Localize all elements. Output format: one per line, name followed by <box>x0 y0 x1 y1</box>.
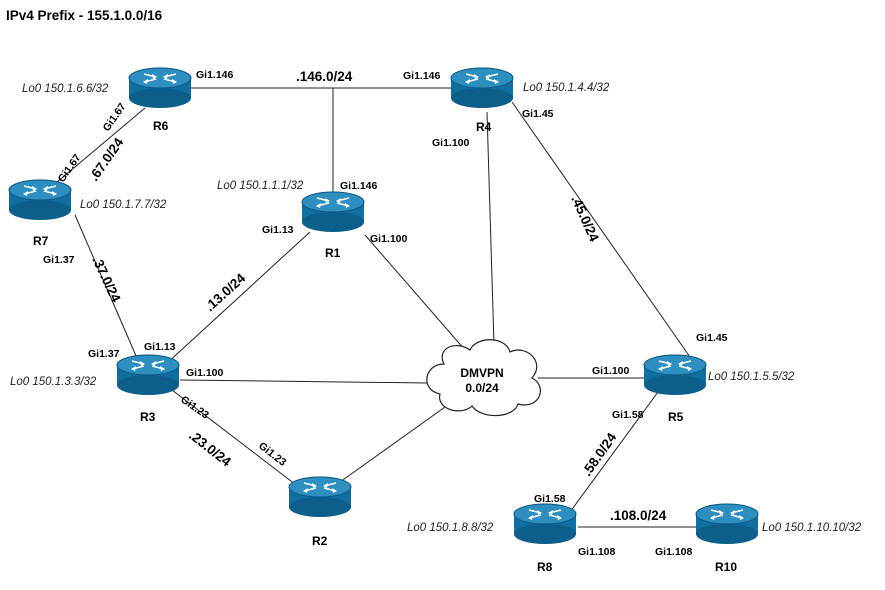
link-r7-r3 <box>74 214 141 366</box>
dmvpn-subnet: 0.0/24 <box>465 381 499 395</box>
router-name-r5: R5 <box>668 410 684 424</box>
iface-r5-gi100: Gi1.100 <box>592 365 630 377</box>
link-r4-r5 <box>511 101 691 358</box>
iface-r1-gi146: Gi1.146 <box>340 180 378 192</box>
subnet-label-13: .13.0/24 <box>202 270 249 314</box>
link-r2-dmvpn <box>339 401 453 483</box>
subnet-label-146: .146.0/24 <box>296 69 353 84</box>
iface-r4-gi100: Gi1.100 <box>432 137 470 149</box>
router-r2[interactable] <box>288 476 352 518</box>
iface-r3-gi100: Gi1.100 <box>186 367 224 379</box>
iface-r7-gi37: Gi1.37 <box>43 254 75 266</box>
router-name-r4: R4 <box>476 120 492 134</box>
router-name-r1: R1 <box>325 246 341 260</box>
link-r5-r8 <box>569 391 659 513</box>
link-r4-dmvpn <box>486 111 495 346</box>
iface-r7-gi67: Gi1.67 <box>56 152 84 185</box>
loopback-r5: Lo0 150.1.5.5/32 <box>708 371 795 383</box>
loopback-r7: Lo0 150.1.7.7/32 <box>80 199 167 211</box>
router-name-r6: R6 <box>153 119 169 133</box>
subnet-label-37: .37.0/24 <box>89 254 123 305</box>
dmvpn-label: DMVPN <box>460 366 503 380</box>
iface-r6-gi146: Gi1.146 <box>196 69 234 81</box>
router-r1[interactable] <box>301 191 365 233</box>
link-r6-r7 <box>49 107 146 189</box>
link-r1-dmvpn <box>364 234 466 351</box>
router-r3[interactable] <box>116 354 180 396</box>
loopback-r10: Lo0 150.1.10.10/32 <box>762 522 862 534</box>
iface-r8-gi108: Gi1.108 <box>578 546 616 558</box>
loopback-r4: Lo0 150.1.4.4/32 <box>523 82 610 94</box>
subnet-label-23: .23.0/24 <box>186 428 234 470</box>
router-r10[interactable] <box>695 503 759 545</box>
links <box>49 87 698 528</box>
iface-r3-gi13: Gi1.13 <box>144 341 176 353</box>
iface-r4-gi146: Gi1.146 <box>403 70 441 82</box>
iface-r3-gi37: Gi1.37 <box>88 348 120 360</box>
iface-r8-gi58: Gi1.58 <box>534 493 566 505</box>
router-r4[interactable] <box>450 67 514 109</box>
router-r7[interactable] <box>8 179 72 221</box>
iface-r1-gi100: Gi1.100 <box>370 233 408 245</box>
router-r8[interactable] <box>513 503 577 545</box>
subnet-label-67: .67.0/24 <box>86 135 127 184</box>
router-name-r2: R2 <box>312 534 328 548</box>
router-name-r8: R8 <box>537 560 553 574</box>
iface-r6-gi67: Gi1.67 <box>101 101 129 134</box>
router-name-r3: R3 <box>140 410 156 424</box>
loopback-r6: Lo0 150.1.6.6/32 <box>22 83 109 95</box>
iface-r1-gi13: Gi1.13 <box>262 224 294 236</box>
iface-r5-gi58: Gi1.58 <box>612 409 644 421</box>
router-r6[interactable] <box>128 67 192 109</box>
link-r3-dmvpn <box>179 379 429 384</box>
subnet-label-45: .45.0/24 <box>568 193 602 244</box>
iface-r5-gi45: Gi1.45 <box>696 332 728 344</box>
iface-r10-gi108: Gi1.108 <box>655 546 693 558</box>
iface-r3-gi23: Gi1.23 <box>178 394 211 422</box>
iface-r4-gi45: Gi1.45 <box>522 108 554 120</box>
router-r5[interactable] <box>643 354 707 396</box>
link-r3-r2 <box>171 389 301 489</box>
router-name-r7: R7 <box>33 234 49 248</box>
iface-r2-gi23: Gi1.23 <box>256 440 288 469</box>
loopback-r8: Lo0 150.1.8.8/32 <box>407 522 494 534</box>
subnet-label-108: .108.0/24 <box>610 508 667 523</box>
router-name-r10: R10 <box>715 560 737 574</box>
loopback-r1: Lo0 150.1.1.1/32 <box>217 180 304 192</box>
diagram-title: IPv4 Prefix - 155.1.0.0/16 <box>6 8 163 23</box>
loopback-r3: Lo0 150.1.3.3/32 <box>10 376 97 388</box>
link-r3-r1 <box>164 231 311 366</box>
dmvpn-cloud: DMVPN 0.0/24 <box>426 339 541 417</box>
